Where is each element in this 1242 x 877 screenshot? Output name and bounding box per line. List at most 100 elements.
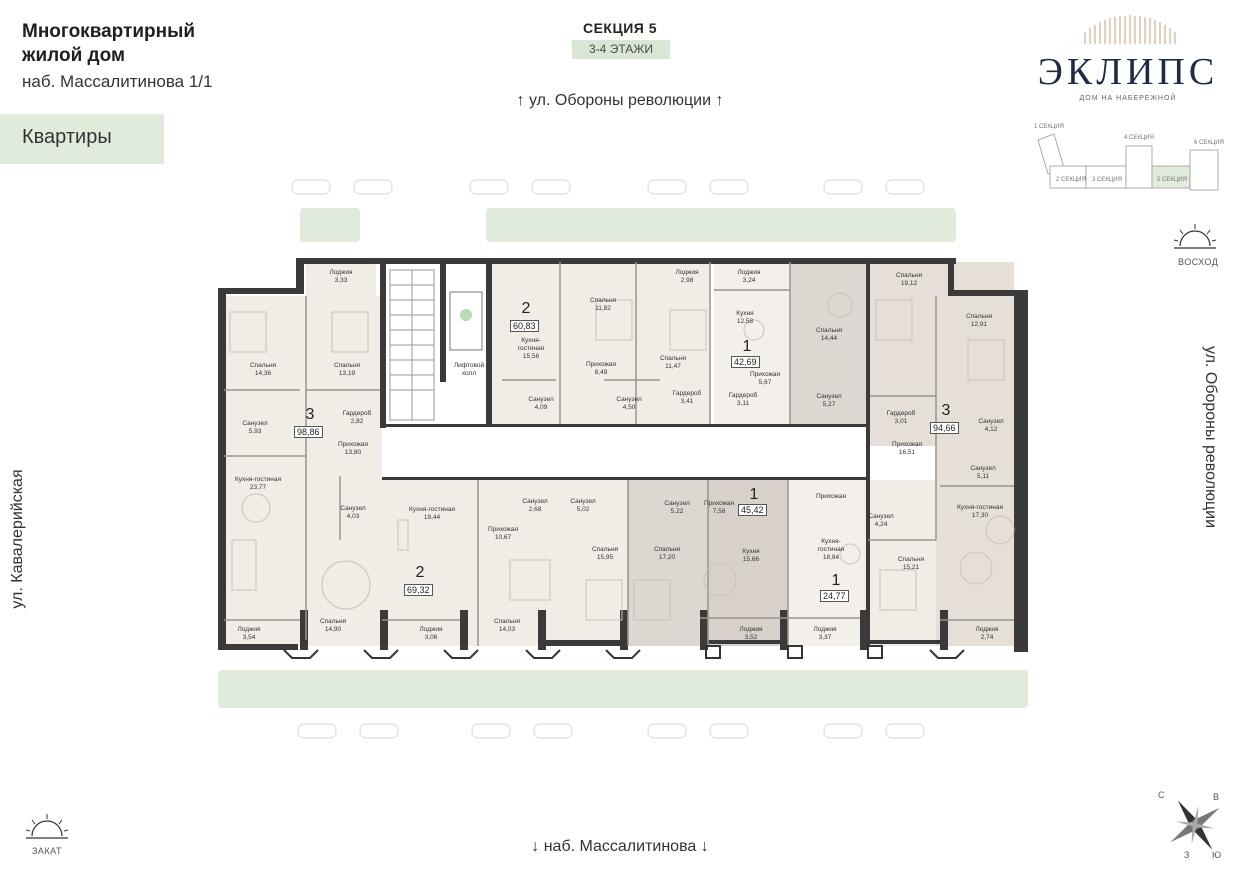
sunset-label: ЗАКАТ: [32, 846, 62, 856]
apt-rooms-69: 2: [415, 564, 425, 581]
apt-rooms-94: 3: [941, 402, 951, 419]
apt-area-42[interactable]: 42,69: [731, 356, 760, 368]
logo-sun-mark: [1084, 15, 1176, 44]
street-top-name: ул. Обороны революции: [529, 92, 711, 109]
furniture: [229, 292, 1015, 621]
apt-area-98[interactable]: 98,86: [294, 426, 323, 438]
compass-n: С: [1158, 790, 1165, 800]
apt-fill-42: [714, 262, 790, 424]
section-title: СЕКЦИЯ 5: [582, 20, 658, 36]
key-s5: 5 СЕКЦИЯ: [1157, 177, 1187, 183]
apt-area-69[interactable]: 69,32: [404, 584, 433, 596]
key-s2: 2 СЕКЦИЯ: [1056, 177, 1086, 183]
key-s1: 1 СЕКЦИЯ: [1034, 124, 1064, 130]
tab-apartments[interactable]: Квартиры: [0, 114, 164, 164]
apt-rooms-98: 3: [305, 406, 315, 423]
key-plan: [1037, 133, 1219, 191]
apt-rooms-42: 1: [742, 338, 752, 355]
elevator-icon: [460, 309, 472, 321]
apt-fill-60: [490, 262, 570, 424]
apt-area-60[interactable]: 60,83: [510, 320, 539, 332]
corridor: [382, 424, 866, 480]
street-top: ↑ ул. Обороны революции ↑: [516, 92, 724, 109]
compass-w: З: [1184, 850, 1190, 860]
sunset-icon: [25, 814, 69, 839]
key-s3: 3 СЕКЦИЯ: [1092, 177, 1122, 183]
green-strip-top-left: [300, 208, 360, 242]
staircase: [389, 269, 435, 421]
apt-area-24[interactable]: 24,77: [820, 590, 849, 602]
apt-rooms-60: 2: [521, 300, 531, 317]
apt-rooms-24: 1: [831, 572, 841, 589]
green-strip-bottom: [218, 670, 1028, 708]
logo-tagline: ДОМ НА НАБЕРЕЖНОЙ: [1079, 95, 1177, 102]
parking-row-bottom: [297, 723, 925, 739]
apt-area-45[interactable]: 45,42: [738, 504, 767, 516]
parking-row-top: [291, 179, 925, 195]
title-line-1: Многоквартирный: [22, 21, 196, 42]
sunrise-icon: [1173, 224, 1217, 249]
street-bottom: ↓ наб. Массалитинова ↓: [531, 838, 709, 855]
compass-s: Ю: [1212, 850, 1222, 860]
green-strip-top: [486, 208, 956, 242]
compass-rose-icon: [1170, 800, 1220, 850]
floors-badge: 3-4 ЭТАЖИ: [572, 40, 670, 59]
page-title: Многоквартирный жилой дом: [22, 20, 195, 68]
apt-fill-45: [628, 480, 708, 646]
street-bottom-name: наб. Массалитинова: [543, 838, 697, 855]
bay-windows: [283, 645, 965, 659]
compass-e: В: [1213, 792, 1220, 802]
apt-area-94[interactable]: 94,66: [930, 422, 959, 434]
logo-name: ЭКЛИПС: [1037, 51, 1219, 93]
room-label: Прихожая: [815, 493, 847, 500]
walls: [218, 258, 1028, 652]
building-address: наб. Массалитинова 1/1: [22, 72, 213, 91]
key-s4: 4 СЕКЦИЯ: [1124, 135, 1154, 141]
apt-fill-24: [788, 480, 868, 646]
partitions: [224, 262, 1014, 646]
